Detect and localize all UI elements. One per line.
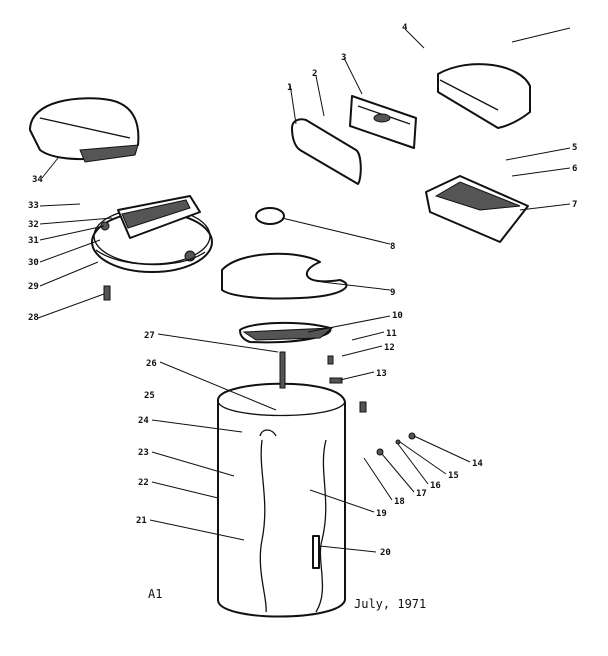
- label-1: 1: [287, 83, 292, 93]
- label-28: 28: [28, 313, 39, 323]
- label-16: 16: [430, 481, 441, 491]
- label-21: 21: [136, 516, 147, 526]
- part-8-disc: [255, 207, 285, 225]
- label-6: 6: [572, 164, 577, 174]
- label-31: 31: [28, 236, 39, 246]
- water-heater-tank: [217, 351, 346, 618]
- label-5: 5: [572, 143, 577, 153]
- label-20: 20: [380, 548, 391, 558]
- diagram-date: July, 1971: [354, 597, 426, 611]
- part-9-pad: [221, 252, 348, 300]
- label-26: 26: [146, 359, 157, 369]
- label-22: 22: [138, 478, 149, 488]
- label-19: 19: [376, 509, 387, 519]
- part-4-top-cover: [437, 63, 531, 129]
- part-7-tray: [425, 175, 529, 243]
- part-34-cover: [29, 97, 140, 163]
- part-3-panel: [349, 95, 417, 149]
- part-number-labels: 1 2 3 4 5 6 7 8 9 10 11 12 13 14 15 16 1…: [28, 23, 577, 558]
- label-11: 11: [386, 329, 397, 339]
- label-29: 29: [28, 282, 39, 292]
- part-29-base-plate: [91, 195, 213, 273]
- label-10: 10: [392, 311, 403, 321]
- label-23: 23: [138, 448, 149, 458]
- label-13: 13: [376, 369, 387, 379]
- label-30: 30: [28, 258, 39, 268]
- label-3: 3: [341, 53, 346, 63]
- part-10-gasket: [239, 321, 334, 344]
- label-32: 32: [28, 220, 39, 230]
- label-33: 33: [28, 201, 39, 211]
- label-2: 2: [312, 69, 317, 79]
- label-27: 27: [144, 331, 155, 341]
- leader-lines: [37, 27, 571, 553]
- small-fittings: [327, 355, 416, 456]
- figure-id: A1: [148, 587, 162, 601]
- label-18: 18: [394, 497, 405, 507]
- label-34: 34: [32, 175, 43, 185]
- label-25: 25: [144, 391, 155, 401]
- label-17: 17: [416, 489, 427, 499]
- label-15: 15: [448, 471, 459, 481]
- label-24: 24: [138, 416, 149, 426]
- label-4: 4: [402, 23, 408, 33]
- label-12: 12: [384, 343, 395, 353]
- part-1-panel: [291, 118, 362, 185]
- label-14: 14: [472, 459, 483, 469]
- label-7: 7: [572, 200, 577, 210]
- label-9: 9: [390, 288, 395, 298]
- label-8: 8: [390, 242, 395, 252]
- part-28-pin: [103, 285, 111, 301]
